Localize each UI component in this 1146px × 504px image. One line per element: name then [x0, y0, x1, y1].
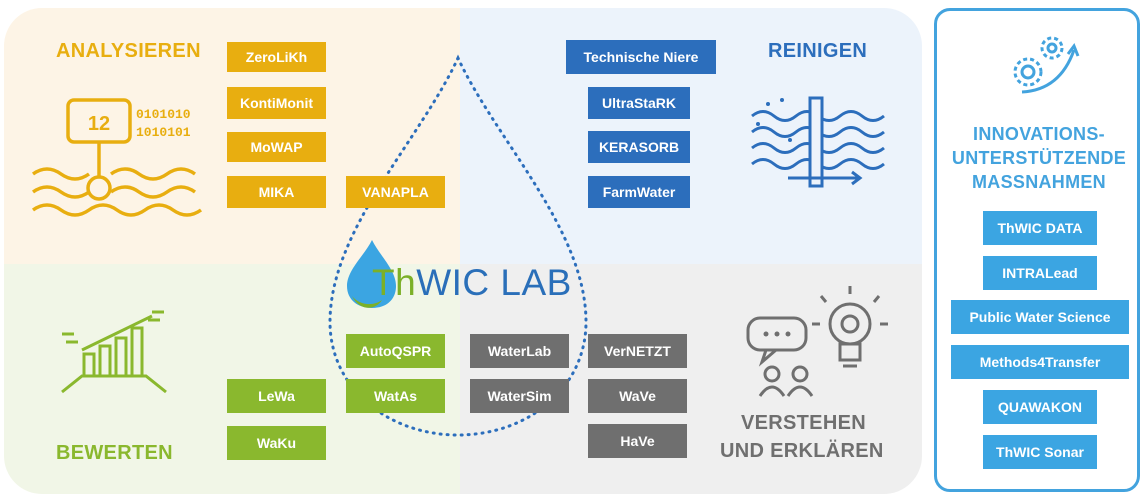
water-analysis-icon: 12 0101010 1010101: [31, 98, 203, 217]
panel-item-public-water-science[interactable]: Public Water Science: [951, 300, 1129, 334]
binary-bottom-text: 1010101: [136, 125, 191, 140]
panel-title-line1: INNOVATIONS-: [973, 124, 1105, 144]
gears-growth-icon: [1013, 36, 1080, 94]
tag-farmwater[interactable]: FarmWater: [588, 176, 690, 208]
logo-th: Th: [372, 262, 417, 303]
tag-mowap[interactable]: MoWAP: [227, 132, 326, 162]
evaluate-heading: BEWERTEN: [56, 442, 173, 464]
tag-vanapla[interactable]: VANAPLA: [346, 176, 445, 208]
tag-wave[interactable]: WaVe: [588, 379, 687, 413]
water-filter-icon: [751, 96, 885, 188]
panel-item-quawakon[interactable]: QUAWAKON: [983, 390, 1097, 424]
bar-chart-icon: [61, 310, 167, 394]
understand-heading-line2: UND ERKLÄREN: [720, 440, 884, 462]
panel-title-line2: UNTERSTÜTZENDE: [951, 148, 1127, 168]
tag-watas[interactable]: WatAs: [346, 379, 445, 413]
panel-title-line3: MASSNAHMEN: [971, 172, 1106, 192]
understand-heading-line1: VERSTEHEN: [741, 412, 866, 434]
discussion-idea-icon: [746, 286, 888, 397]
icon-number: 12: [88, 113, 110, 135]
clean-heading: REINIGEN: [768, 40, 868, 62]
tag-kontimonit[interactable]: KontiMonit: [227, 87, 326, 119]
tag-zerolikh[interactable]: ZeroLiKh: [227, 42, 326, 72]
tag-vernetzt[interactable]: VerNETZT: [588, 334, 687, 368]
panel-item-thwic-sonar[interactable]: ThWIC Sonar: [983, 435, 1097, 469]
panel-item-intralead[interactable]: INTRALead: [983, 256, 1097, 290]
panel-item-methods4transfer[interactable]: Methods4Transfer: [951, 345, 1129, 379]
analyze-heading: ANALYSIEREN: [56, 40, 201, 62]
thwic-lab-logo: ThWIC LAB: [372, 262, 572, 304]
tag-lewa[interactable]: LeWa: [227, 379, 326, 413]
tag-mika[interactable]: MIKA: [227, 176, 326, 208]
logo-wic-lab: WIC LAB: [416, 262, 572, 303]
panel-item-thwic-data[interactable]: ThWIC DATA: [983, 211, 1097, 245]
tag-autoqspr[interactable]: AutoQSPR: [346, 334, 445, 368]
tag-ultrastark[interactable]: UltraStaRK: [588, 87, 690, 119]
tag-technische-niere[interactable]: Technische Niere: [566, 40, 716, 74]
tag-watersim[interactable]: WaterSim: [470, 379, 569, 413]
tag-waterlab[interactable]: WaterLab: [470, 334, 569, 368]
tag-waku[interactable]: WaKu: [227, 426, 326, 460]
binary-top-text: 0101010: [136, 107, 191, 122]
tag-have[interactable]: HaVe: [588, 424, 687, 458]
tag-kerasorb[interactable]: KERASORB: [588, 131, 690, 163]
